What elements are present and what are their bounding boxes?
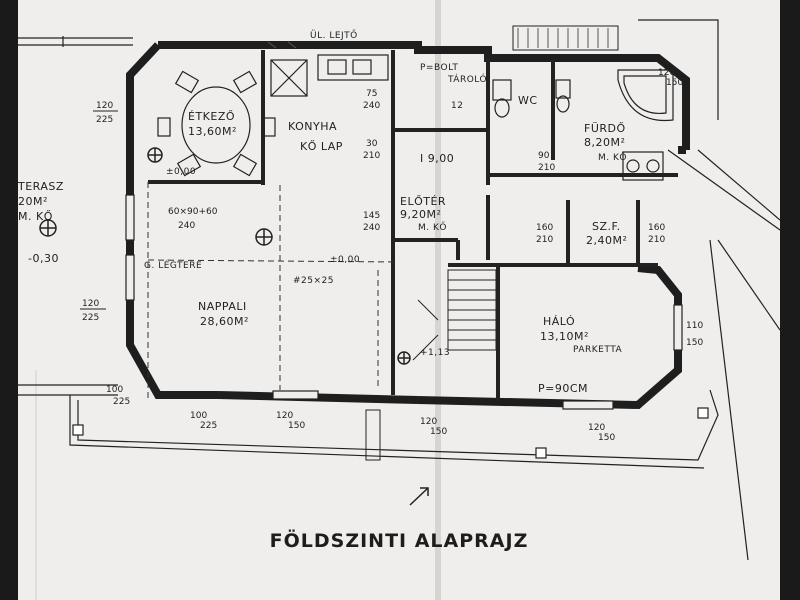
svg-text:120: 120 bbox=[420, 417, 437, 427]
svg-text:90: 90 bbox=[538, 151, 550, 161]
level-mark: +1,13 bbox=[420, 348, 450, 358]
plan-caption: FÖLDSZINTI ALAPRAJZ bbox=[269, 530, 529, 552]
svg-text:120: 120 bbox=[82, 299, 99, 309]
bedroom-floor: PARKETTA bbox=[573, 345, 622, 355]
storage-code: P=BOLT bbox=[420, 63, 458, 73]
svg-text:210: 210 bbox=[538, 163, 555, 173]
svg-text:120: 120 bbox=[658, 68, 675, 78]
living-level: ±0,00 bbox=[330, 255, 360, 265]
dining-level: ±0,00 bbox=[166, 167, 196, 177]
windows bbox=[125, 194, 683, 410]
svg-text:145: 145 bbox=[363, 211, 380, 221]
terrace-floor: M. KŐ bbox=[18, 209, 53, 223]
svg-text:150: 150 bbox=[666, 78, 683, 88]
bedroom-name: HÁLÓ bbox=[543, 315, 575, 328]
site-boundary bbox=[18, 19, 780, 561]
staircase bbox=[412, 269, 497, 361]
dining-name: ÉTKEZŐ bbox=[188, 109, 235, 123]
living-extra: #25×25 bbox=[293, 276, 334, 286]
svg-text:240: 240 bbox=[363, 101, 380, 111]
closet-name: SZ.F. bbox=[592, 220, 621, 233]
wc-name: WC bbox=[518, 94, 538, 107]
living-name: NAPPALI bbox=[198, 300, 247, 313]
bedroom-ceiling: P=90CM bbox=[538, 382, 588, 395]
svg-text:100: 100 bbox=[190, 411, 207, 421]
closet-area: 2,40M² bbox=[586, 234, 627, 247]
wc-level: 12 bbox=[451, 101, 463, 111]
dining-set bbox=[157, 70, 276, 177]
svg-text:120: 120 bbox=[96, 101, 113, 111]
svg-text:75: 75 bbox=[366, 89, 377, 99]
svg-text:225: 225 bbox=[200, 421, 217, 431]
hall-area: 9,20M² bbox=[400, 208, 441, 221]
svg-text:160: 160 bbox=[536, 223, 553, 233]
svg-text:120: 120 bbox=[588, 423, 605, 433]
svg-text:210: 210 bbox=[363, 151, 380, 161]
storage-name: TÁROLÓ bbox=[447, 73, 487, 85]
kitchen-name: KONYHA bbox=[288, 120, 337, 133]
bathroom-floor: M. KŐ bbox=[598, 152, 627, 163]
svg-text:100: 100 bbox=[106, 385, 123, 395]
svg-text:110: 110 bbox=[686, 321, 703, 331]
svg-text:150: 150 bbox=[686, 338, 703, 348]
dining-area: 13,60M² bbox=[188, 125, 237, 138]
svg-text:225: 225 bbox=[113, 397, 130, 407]
svg-text:225: 225 bbox=[82, 313, 99, 323]
plan-sheet: TERASZ 20M² M. KŐ -0,30 ÉTKEZŐ 13,60M² ±… bbox=[18, 0, 780, 600]
kitchen-floor: KŐ LAP bbox=[300, 139, 343, 153]
entrance-arrow bbox=[365, 409, 429, 506]
svg-text:30: 30 bbox=[366, 139, 378, 149]
svg-text:150: 150 bbox=[598, 433, 615, 443]
bathroom-fixtures bbox=[492, 69, 674, 181]
svg-text:60×90+60: 60×90+60 bbox=[168, 207, 218, 217]
terrace-area: 20M² bbox=[18, 195, 48, 208]
terrace-name: TERASZ bbox=[18, 180, 64, 193]
bathroom-area: 8,20M² bbox=[584, 136, 625, 149]
svg-text:210: 210 bbox=[536, 235, 553, 245]
svg-text:150: 150 bbox=[288, 421, 305, 431]
living-note: G. LÉGTERE bbox=[144, 259, 202, 271]
svg-text:160: 160 bbox=[648, 223, 665, 233]
bathroom-name: FÜRDŐ bbox=[584, 121, 626, 135]
light-fixtures bbox=[39, 147, 411, 365]
dimension-labels: 120 225 120 225 100 225 60×90+60 240 75 … bbox=[80, 68, 703, 443]
bedroom-area: 13,10M² bbox=[540, 330, 589, 343]
hall-name: ELŐTÉR bbox=[400, 194, 446, 208]
wall-hatching bbox=[267, 25, 619, 51]
svg-text:225: 225 bbox=[96, 115, 113, 125]
svg-text:240: 240 bbox=[178, 221, 195, 231]
svg-text:150: 150 bbox=[430, 427, 447, 437]
kitchen-counter bbox=[270, 54, 389, 97]
svg-text:240: 240 bbox=[363, 223, 380, 233]
hall-level: I 9,00 bbox=[420, 152, 454, 165]
kitchen-counter-label: ÜL. LEJTŐ bbox=[310, 30, 358, 41]
dashed-lines bbox=[147, 182, 399, 400]
terrace-height: -0,30 bbox=[28, 252, 59, 265]
living-area: 28,60M² bbox=[200, 315, 249, 328]
svg-text:210: 210 bbox=[648, 235, 665, 245]
svg-text:120: 120 bbox=[276, 411, 293, 421]
hall-floor: M. KŐ bbox=[418, 222, 447, 233]
floor-plan: TERASZ 20M² M. KŐ -0,30 ÉTKEZŐ 13,60M² ±… bbox=[18, 0, 780, 600]
